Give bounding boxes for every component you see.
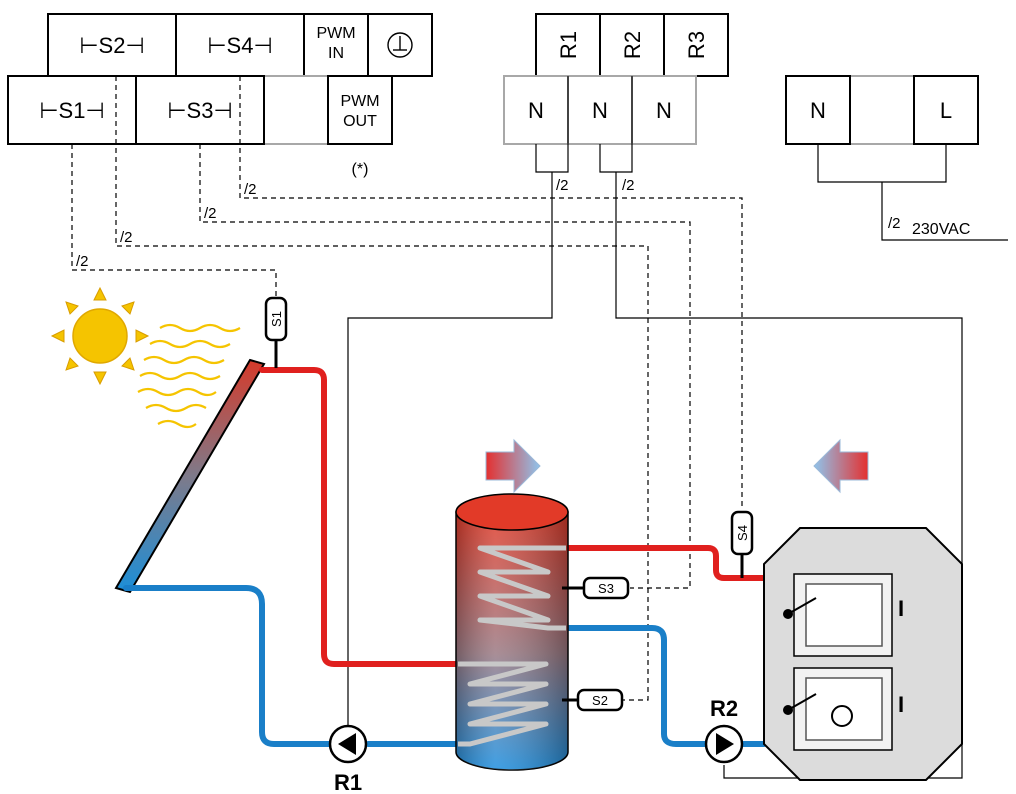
sensor-s1-label: S1 [269,311,284,327]
neutral-block [503,75,697,145]
label-in: IN [328,45,344,62]
label-pwm-2: PWM [340,93,379,110]
switch-top-mark: I [898,596,904,621]
label-s3: ⊢S3⊣ [167,98,232,123]
terminal-r1 [535,13,601,77]
sensor-s1: S1 [264,296,288,368]
label-out: OUT [343,113,377,130]
sensor-s3-label: S3 [598,581,614,596]
pump-r1-label: R1 [334,770,362,794]
wire-count-s4: /2 [244,181,257,198]
label-pwm: PWM [316,25,355,42]
terminal-r2 [599,13,665,77]
sun-icon [50,286,150,386]
wire-count-s1: /2 [76,253,89,270]
sensor-s3: S3 [562,576,630,600]
terminal-s2 [47,13,177,77]
label-s2: ⊢S2⊣ [79,33,144,58]
heat-arrow-left [813,438,869,494]
label-n1: N [528,98,544,123]
voltage-label: 230VAC [912,221,970,238]
label-s4: ⊢S4⊣ [207,33,272,58]
wire-count-s3: /2 [204,205,217,222]
sensor-terminal-block: ⊢S2⊣ ⊢S4⊣ PWM IN ⊢S1⊣ ⊢S3⊣ PWM OUT (*) [7,13,433,178]
boiler-switch-bottom: I [783,667,904,751]
wire-count-s2: /2 [120,229,133,246]
label-n3: N [656,98,672,123]
storage-tank [455,493,569,771]
terminal-empty [263,75,329,145]
switch-off-mark [831,705,853,727]
sensor-wiring: /2 /2 /2 /2 [71,76,743,701]
label-r2: R2 [620,31,645,59]
label-n: N [810,98,826,123]
auxiliary-boiler: I I [763,527,963,781]
label-s1: ⊢S1⊣ [39,98,104,123]
pump-r1: R1 [328,724,368,794]
pipes [123,367,767,747]
sensor-s2: S2 [562,688,624,712]
terminal-pwm-out [327,75,393,145]
sun-rays [137,323,241,429]
relay-terminal-block: R1 R2 R3 N N N [503,13,729,145]
label-r1: R1 [556,31,581,59]
boiler-switch-top: I [783,573,904,657]
label-n2: N [592,98,608,123]
terminal-s4 [175,13,305,77]
heat-arrow-right [485,438,541,494]
wire-count-r2: /2 [622,177,635,194]
terminal-n [785,75,851,145]
sensor-s4: S4 [730,510,754,578]
wire-count-r1: /2 [556,177,569,194]
ground-icon [387,32,413,58]
footnote-mark: (*) [352,161,369,178]
sensor-s4-label: S4 [735,525,750,541]
terminal-s1 [7,75,137,145]
sensor-s2-label: S2 [592,693,608,708]
wire-count-supply: /2 [888,215,901,232]
solar-collector [114,358,266,594]
pump-r2-label: R2 [710,696,738,721]
switch-bottom-mark: I [898,692,904,717]
relay-wiring: /2 /2 [347,76,963,779]
supply-terminal-block: N L /2 230VAC [785,75,1008,241]
label-l: L [940,98,952,123]
pump-r2: R2 [704,696,744,764]
label-r3: R3 [684,31,709,59]
